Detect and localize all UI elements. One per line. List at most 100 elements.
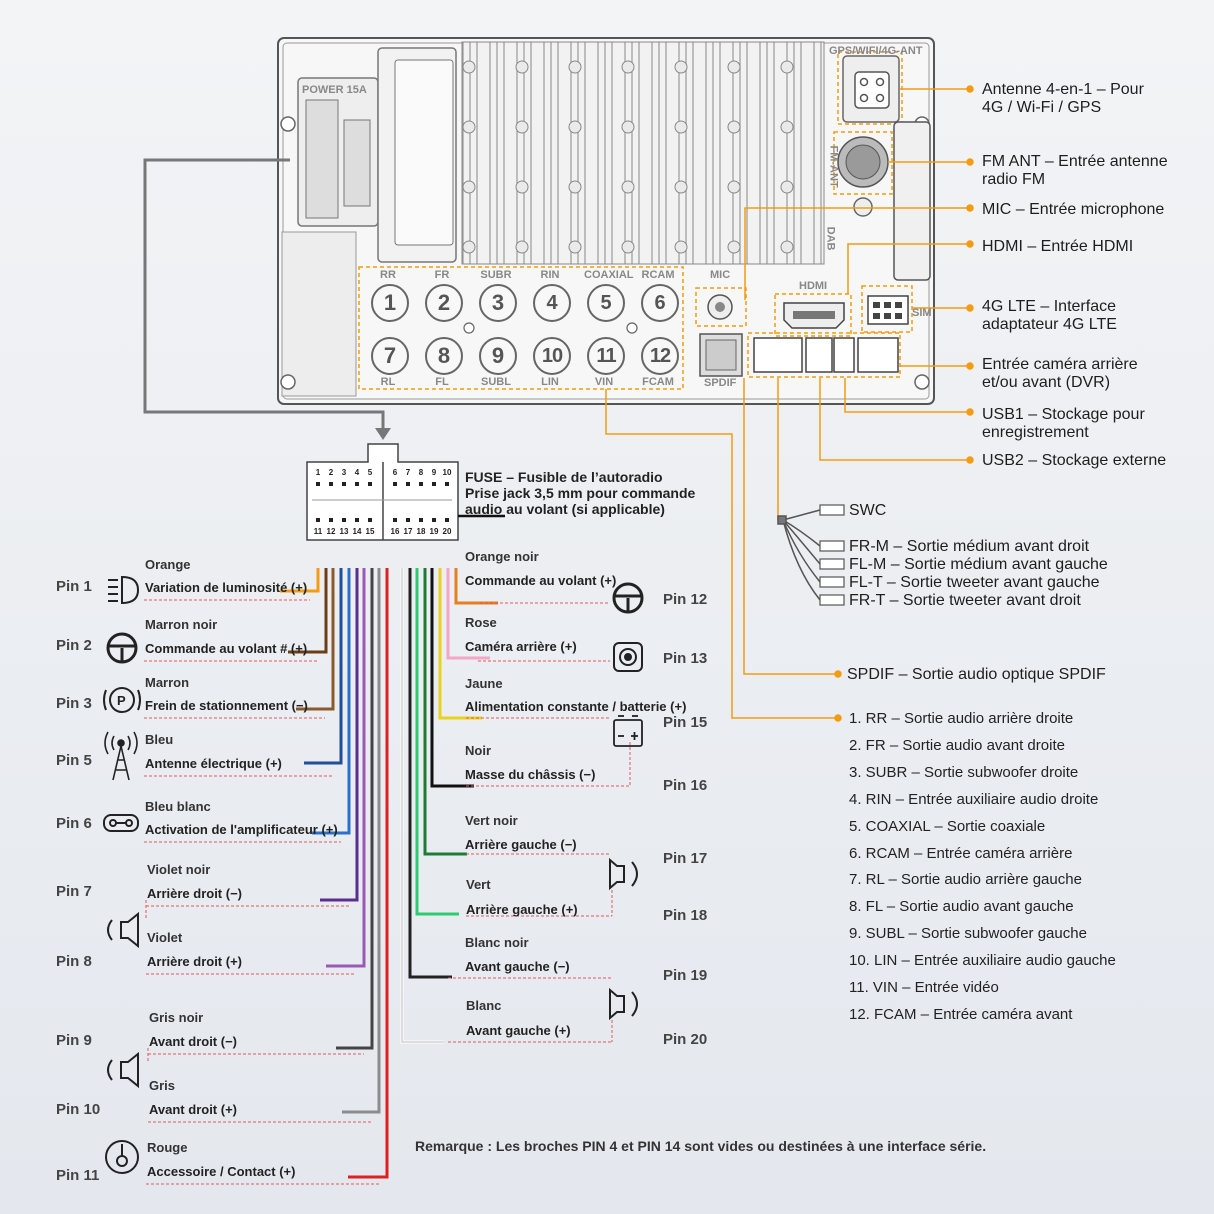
connector-pin-number: 8 — [418, 468, 424, 477]
pin-label: Pin 17 — [663, 850, 708, 867]
connector-pin-number: 18 — [416, 527, 426, 536]
wire-color-name: Bleu blanc — [145, 799, 211, 814]
rca-jack: 9 — [479, 337, 517, 375]
fm-label: FM-ANT — [827, 145, 840, 188]
pin-label: Pin 5 — [56, 752, 92, 769]
rca-legend-item: 4. RIN – Entrée auxiliaire audio droite — [849, 790, 1099, 808]
wire-function: Antenne électrique (+) — [145, 756, 282, 771]
harness-cables — [777, 509, 821, 601]
rca-bottom-label: SUBL — [481, 376, 511, 388]
connector-pin-number: 16 — [390, 527, 400, 536]
steering-wheel-icon — [106, 632, 138, 664]
wire-function: Caméra arrière (+) — [465, 639, 577, 654]
wire-function: Masse du châssis (−) — [465, 767, 596, 782]
power-arrow — [143, 158, 391, 440]
pin-label: Pin 12 — [663, 591, 708, 608]
svg-text:P: P — [117, 693, 126, 708]
rca-legend-item: 2. FR – Sortie audio avant droite — [849, 736, 1065, 754]
wire-function: Activation de l'amplificateur (+) — [145, 822, 338, 837]
connector-pin-number: 13 — [339, 527, 349, 536]
camera-icon — [613, 642, 643, 672]
pin-label: Pin 20 — [663, 1031, 708, 1048]
spdif-label: SPDIF — [704, 377, 737, 389]
wire-color-name: Gris noir — [149, 1010, 204, 1025]
pin-label: Pin 6 — [56, 815, 92, 832]
harness-swc: SWC — [849, 502, 887, 519]
connector-pin-number: 15 — [365, 527, 375, 536]
speaker-icon — [609, 857, 638, 891]
rca-legend-item: 5. COAXIAL – Sortie coaxiale — [849, 817, 1046, 835]
connector-pin-number: 14 — [352, 527, 362, 536]
rca-legend-item: 6. RCAM – Entrée caméra arrière — [849, 844, 1073, 862]
wire-function: Commande au volant # (+) — [145, 641, 308, 656]
headlight-icon — [108, 575, 140, 605]
connector-pin-number: 4 — [354, 468, 360, 477]
pin-label: Pin 10 — [56, 1101, 101, 1118]
pin-label: Pin 16 — [663, 777, 708, 794]
connector-pin-number: 1 — [315, 468, 321, 477]
connector-pin-number: 6 — [392, 468, 398, 477]
wire-function: Arrière gauche (+) — [466, 902, 578, 917]
rca-legend-item: 8. FL – Sortie audio avant gauche — [849, 898, 1074, 916]
wire-function: Frein de stationnement (−) — [145, 698, 308, 713]
pin-label: Pin 3 — [56, 695, 92, 712]
rca-jack: 11 — [587, 337, 625, 375]
rca-bottom-label: FL — [435, 376, 449, 388]
pin-label: Pin 18 — [663, 907, 708, 924]
pin-label: Pin 19 — [663, 967, 708, 984]
pin-label: Pin 7 — [56, 883, 92, 900]
wire-color-name: Marron — [145, 675, 190, 690]
connector-pin-number: 9 — [431, 468, 437, 477]
left-wires — [280, 568, 389, 1179]
callout-mic: MIC – Entrée microphone — [982, 201, 1165, 218]
callout-lines — [605, 85, 974, 722]
wire-function: Avant droit (+) — [149, 1102, 237, 1117]
rca-plugs — [819, 504, 845, 606]
rca-jack: 7 — [371, 337, 409, 375]
wire-color-name: Orange noir — [465, 549, 539, 564]
speaker-icon — [609, 987, 638, 1021]
amplifier-icon — [103, 814, 139, 832]
steering-wheel-icon — [612, 582, 644, 614]
rca-top-label: RR — [380, 269, 396, 281]
connector-pin-number: 3 — [341, 468, 347, 477]
connector-pin-number: 19 — [429, 527, 439, 536]
rca-legend-item: 10. LIN – Entrée auxiliaire audio gauche — [849, 952, 1116, 970]
connector-pin-number: 17 — [403, 527, 413, 536]
harness-fr-m: FR-M – Sortie médium avant droit — [849, 538, 1090, 555]
speaker-icon — [107, 1051, 139, 1089]
connector-pin-number: 11 — [313, 527, 323, 536]
wire-function: Avant gauche (+) — [466, 1023, 571, 1038]
antenna-label: GPS/WIFI/4G-ANT — [829, 45, 923, 57]
pin-label: Pin 15 — [663, 714, 708, 731]
rca-jack: 1 — [371, 284, 409, 322]
wire-function: Avant gauche (−) — [465, 959, 570, 974]
wire-color-name: Blanc noir — [465, 935, 529, 950]
rca-top-label: RCAM — [641, 269, 675, 281]
connector-pin-number: 5 — [367, 468, 373, 477]
iso-connector — [306, 443, 459, 541]
hdmi-label: HDMI — [799, 280, 828, 292]
rca-bottom-label: FCAM — [642, 376, 674, 388]
callout-hdmi: HDMI – Entrée HDMI — [982, 238, 1134, 255]
wire-color-name: Vert — [466, 877, 491, 892]
wire-color-name: Gris — [149, 1078, 176, 1093]
wire-color-name: Rouge — [147, 1140, 188, 1155]
wire-color-name: Marron noir — [145, 617, 218, 632]
rca-legend-item: 12. FCAM – Entrée caméra avant — [849, 1005, 1073, 1023]
wire-color-name: Violet noir — [147, 862, 211, 877]
harness-fl-m: FL-M – Sortie médium avant gauche — [849, 556, 1108, 573]
dab-label: DAB — [824, 226, 837, 251]
pin-label: Pin 1 — [56, 578, 92, 595]
wire-color-name: Blanc — [466, 998, 502, 1013]
wire-function: Accessoire / Contact (+) — [147, 1164, 296, 1179]
speaker-icon — [107, 911, 139, 949]
ignition-key-icon — [105, 1140, 139, 1174]
rca-jack: 3 — [479, 284, 517, 322]
rca-legend-item: 11. VIN – Entrée vidéo — [849, 979, 999, 996]
wire-function: Commande au volant (+) — [465, 573, 617, 588]
wire-color-name: Jaune — [465, 676, 503, 691]
rca-jack: 6 — [641, 284, 679, 322]
